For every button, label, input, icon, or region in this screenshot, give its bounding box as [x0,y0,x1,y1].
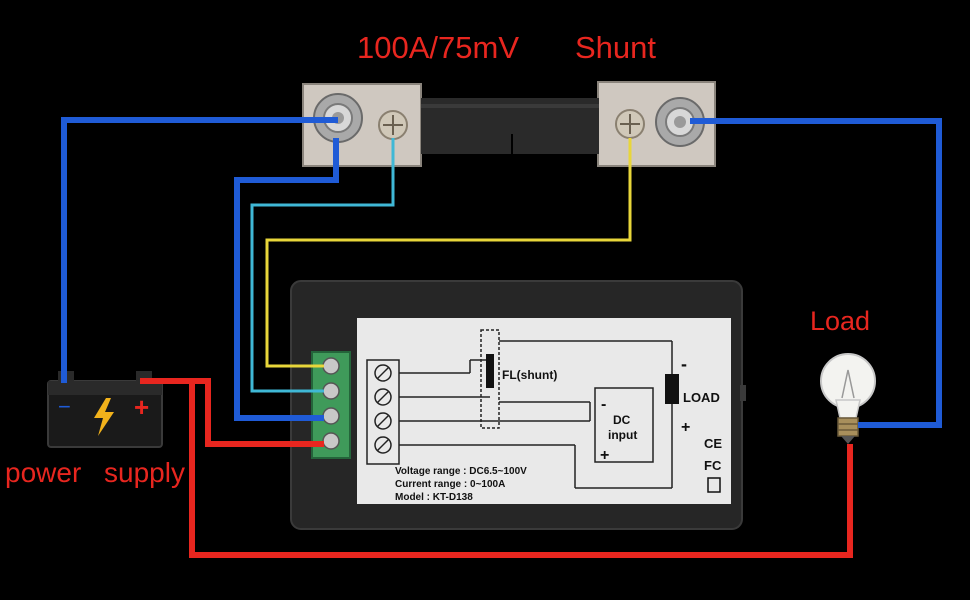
screw-terminal-icon [378,110,408,140]
dc-input-label-line1: DC [613,413,631,427]
meter-schematic [366,329,673,489]
shunt-symbol [486,354,494,388]
shunt-title-word: Shunt [575,30,657,65]
load-plus-sign: + [681,419,690,436]
ce-mark: CE [704,436,722,451]
wire-red-battery-to-terminal [140,378,324,447]
load-minus-sign: - [681,354,687,374]
dc-minus-sign: - [601,396,606,413]
wire-blue-shunt-to-terminal [234,138,339,421]
dc-input-label-line2: input [608,428,637,442]
wire-blue-battery-to-shunt [61,117,338,383]
shunt-symbol-label: FL(shunt) [502,368,557,382]
wire-yellow-sense [265,138,632,368]
shunt [302,81,716,167]
spec-model: Model : KT-D138 [395,492,473,503]
fc-mark: FC [704,458,722,473]
weee-bin-icon [707,477,721,493]
power-supply-label-left: power [5,457,82,488]
meter-side-notch [740,385,746,401]
dc-plus-sign: + [600,447,609,464]
svg-text:+: + [134,392,149,422]
screw-terminal-icon [615,109,645,139]
power-supply-label-right: supply [104,457,185,488]
spec-current: Current range : 0~100A [395,479,505,490]
load-resistor-symbol [665,374,679,404]
battery-icon: − + [47,371,163,448]
wire-blue-shunt-to-load [690,118,942,428]
load-label: Load [810,306,871,336]
lightning-bolt-icon [94,398,114,436]
meter: FL(shunt) LOAD - + DC input - + Voltage … [290,280,746,530]
light-bulb-icon [820,353,876,444]
load-symbol-label: LOAD [683,390,720,405]
spec-voltage: Voltage range : DC6.5~100V [395,466,527,477]
meter-face [357,318,731,504]
shunt-title-rating: 100A/75mV [357,30,519,65]
wire-red-battery-to-load [189,383,853,558]
wires [61,117,942,558]
svg-text:−: − [58,394,71,419]
wire-cyan-sense [250,138,395,393]
